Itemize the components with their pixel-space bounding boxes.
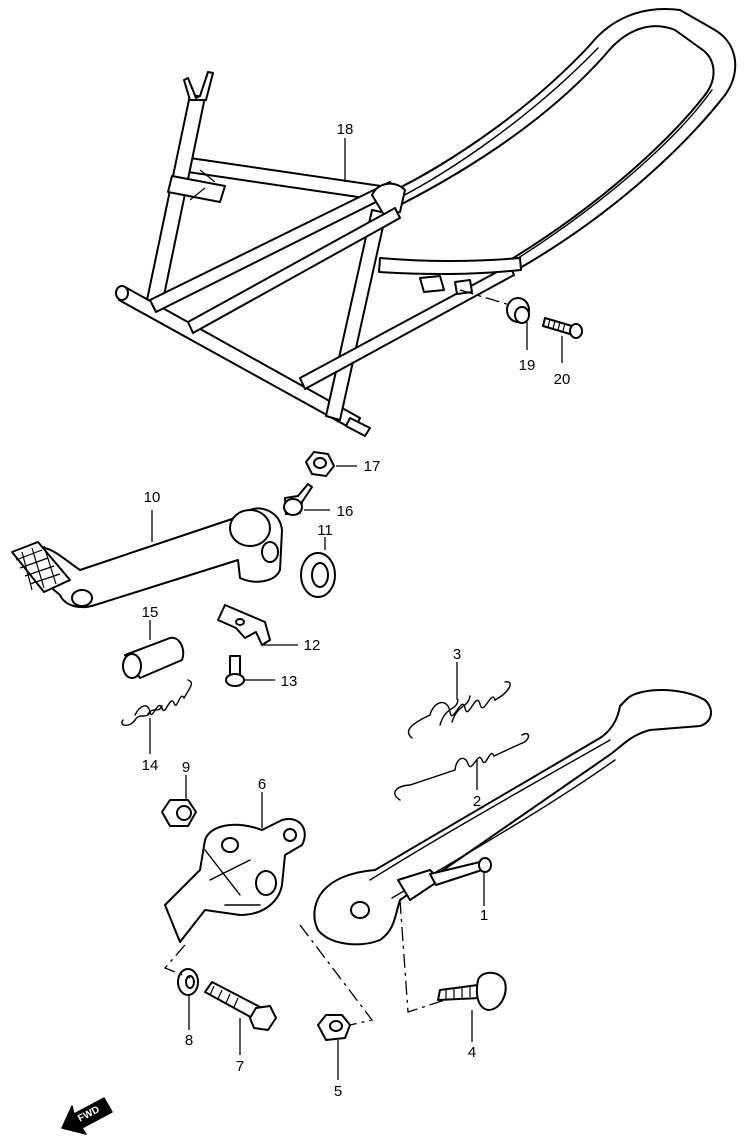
forward-arrow-icon — [61, 1097, 113, 1135]
bolt-4 — [437, 971, 507, 1011]
bolt-16 — [283, 483, 313, 516]
callout-16: 16 — [337, 503, 354, 520]
bracket-12 — [217, 604, 271, 646]
callout-12: 12 — [304, 637, 321, 654]
callout-6: 6 — [258, 776, 266, 793]
callout-3: 3 — [453, 646, 461, 663]
washer-11 — [300, 552, 336, 598]
spring-2 — [394, 733, 530, 801]
callout-19: 19 — [519, 357, 536, 374]
callout-10: 10 — [144, 489, 161, 506]
nut-17 — [305, 451, 335, 477]
center-stand-frame — [115, 8, 737, 437]
callout-9: 9 — [182, 759, 190, 776]
callout-7: 7 — [236, 1058, 244, 1075]
nut-9 — [161, 799, 197, 827]
callout-2: 2 — [473, 793, 481, 810]
callout-14: 14 — [142, 757, 159, 774]
spring-14 — [121, 679, 193, 726]
callout-15: 15 — [142, 604, 159, 621]
callout-1: 1 — [480, 907, 488, 924]
callout-4: 4 — [468, 1044, 476, 1061]
forward-direction-marker: FWD — [61, 1097, 113, 1135]
stopper-rubber — [506, 297, 530, 324]
nut-5 — [317, 1014, 351, 1041]
callout-17: 17 — [364, 458, 381, 475]
spring-3 — [407, 681, 511, 739]
callout-8: 8 — [185, 1032, 193, 1049]
side-stand — [313, 689, 712, 946]
callout-20: 20 — [554, 371, 571, 388]
bushing-15 — [122, 636, 185, 679]
screw-13 — [225, 655, 245, 687]
washer-8 — [177, 968, 199, 996]
callout-18: 18 — [337, 121, 354, 138]
callout-11: 11 — [317, 522, 333, 539]
bolt-20 — [542, 317, 583, 339]
bolt-7 — [204, 981, 277, 1031]
leader-lines — [149, 138, 563, 1080]
callout-13: 13 — [281, 673, 298, 690]
callout-labels: 18 19 20 17 16 11 10 15 12 13 14 3 2 1 9… — [142, 121, 571, 1100]
bracket-6 — [164, 818, 306, 943]
brake-pedal — [11, 507, 283, 609]
callout-5: 5 — [334, 1083, 342, 1100]
